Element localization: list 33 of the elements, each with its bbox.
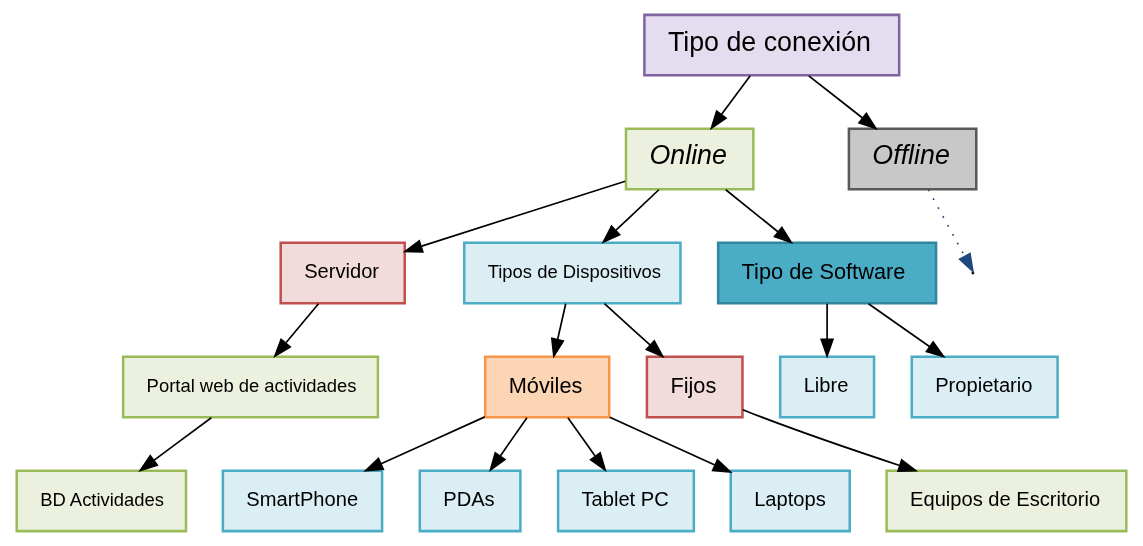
- arrow: [601, 188, 660, 244]
- node-box: Tablet PC: [556, 469, 696, 533]
- node-box: Offline: [847, 127, 978, 191]
- node-box: Tipo de Software: [716, 241, 938, 305]
- node-box: Móviles: [483, 355, 611, 419]
- arrow: [742, 408, 919, 472]
- arrow: [567, 416, 607, 473]
- arrow: [724, 188, 794, 245]
- arrow: [603, 302, 665, 359]
- node-box: Online: [624, 127, 755, 191]
- arrow: [820, 302, 835, 359]
- arrow: [363, 416, 486, 472]
- node-box: Equipos de Escritorio: [885, 469, 1128, 533]
- arrow: [550, 302, 567, 359]
- node-box: PDAs: [418, 469, 522, 533]
- arrow: [709, 74, 752, 131]
- arrow: [273, 302, 320, 358]
- node-box: Fijos: [645, 355, 744, 419]
- arrow: [608, 416, 733, 474]
- node-box: SmartPhone: [221, 469, 384, 533]
- node-box: Laptops: [729, 469, 851, 533]
- node-box: Portal web de actividades: [121, 355, 380, 419]
- node-box: Propietario: [910, 355, 1059, 419]
- node-box: Tipo de conexión: [643, 13, 901, 77]
- node-box: Servidor: [279, 241, 406, 305]
- node-box: Libre: [778, 355, 876, 419]
- node-box: Tipos de Dispositivos: [462, 241, 682, 305]
- arrow: [402, 180, 627, 253]
- node-box: BD Actividades: [15, 469, 188, 533]
- arrow: [867, 302, 946, 358]
- arrow: [807, 74, 878, 131]
- arrow: [489, 416, 528, 473]
- arrow: [138, 416, 213, 472]
